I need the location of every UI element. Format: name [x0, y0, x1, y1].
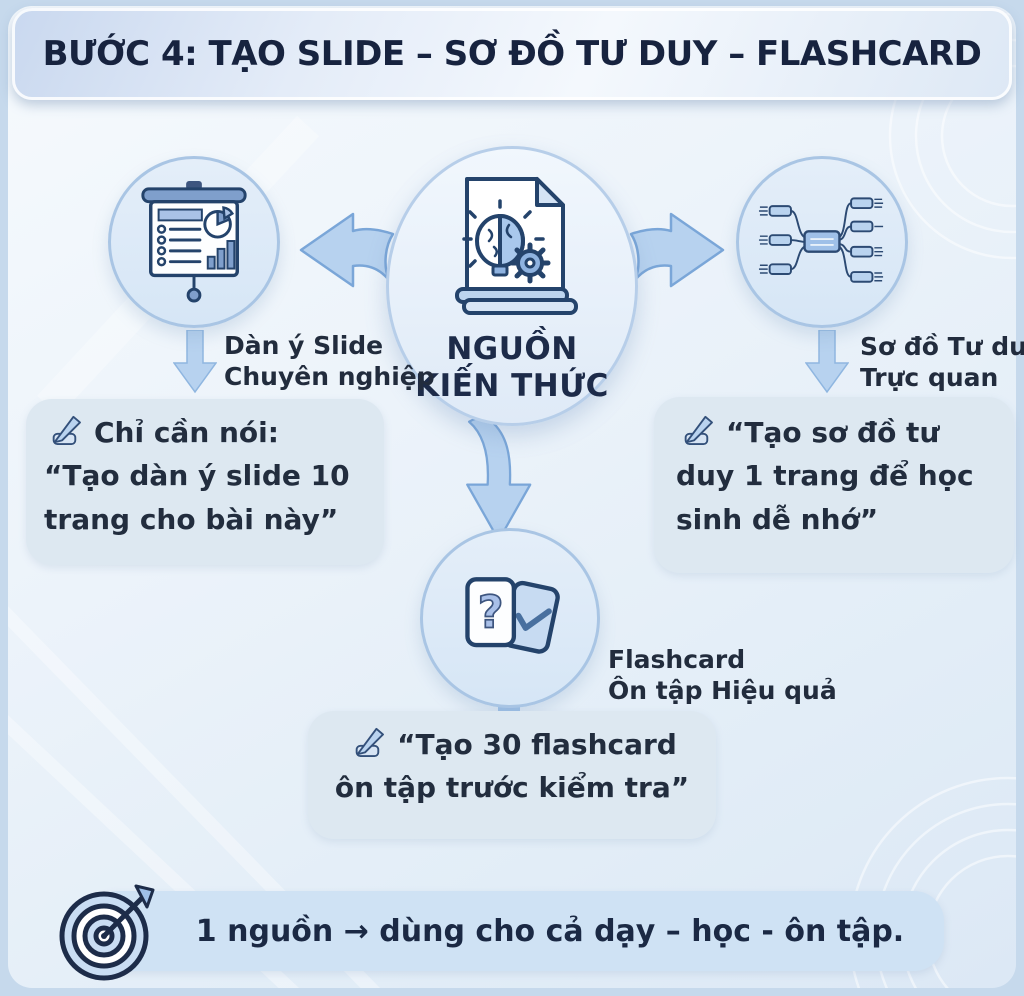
node-flashcard: ? — [420, 528, 600, 708]
node-slide — [108, 156, 280, 328]
note-mindmap: “Tạo sơ đồ tư duy 1 trang để học sinh dễ… — [654, 397, 1014, 573]
page-title: BƯỚC 4: TẠO SLIDE – SƠ ĐỒ TƯ DUY – FLASH… — [42, 34, 982, 74]
node-mindmap — [736, 156, 908, 328]
writing-hand-icon — [684, 415, 713, 446]
label-slide: Dàn ý Slide Chuyên nghiệp — [224, 331, 435, 392]
note-slide: Chỉ cần nói: “Tạo dàn ý slide 10 trang c… — [26, 399, 384, 565]
book-brain-gear-icon — [455, 177, 578, 316]
writing-hand-icon — [355, 727, 385, 758]
mind-map-icon — [758, 197, 884, 283]
target-dart-icon — [58, 880, 162, 988]
header-banner: BƯỚC 4: TẠO SLIDE – SƠ ĐỒ TƯ DUY – FLASH… — [12, 8, 1012, 100]
footer-summary-bar: 1 nguồn → dùng cho cả dạy – học - ôn tập… — [88, 891, 944, 971]
arrow-down-small-left-icon — [173, 330, 217, 394]
arrow-left-icon — [299, 212, 395, 288]
center-node-title: NGUỒN KIẾN THỨC — [415, 331, 609, 404]
flashcard-icon: ? — [465, 577, 560, 654]
note-flashcard: “Tạo 30 flashcard ôn tập trước kiểm tra” — [308, 711, 716, 839]
arrow-down-icon — [466, 418, 532, 542]
arrow-right-icon — [629, 212, 725, 288]
label-mindmap: Sơ đồ Tư duy Trực quan — [860, 332, 1024, 393]
footer-text: 1 nguồn → dùng cho cả dạy – học - ôn tập… — [195, 913, 905, 949]
writing-hand-icon — [52, 415, 81, 446]
label-flashcard: Flashcard Ôn tập Hiệu quả — [608, 645, 837, 706]
question-mark-glyph: ? — [478, 588, 504, 639]
center-node-knowledge-source: NGUỒN KIẾN THỨC — [386, 146, 638, 426]
arrow-down-small-right-icon — [805, 330, 849, 394]
presentation-chart-icon — [141, 181, 247, 303]
